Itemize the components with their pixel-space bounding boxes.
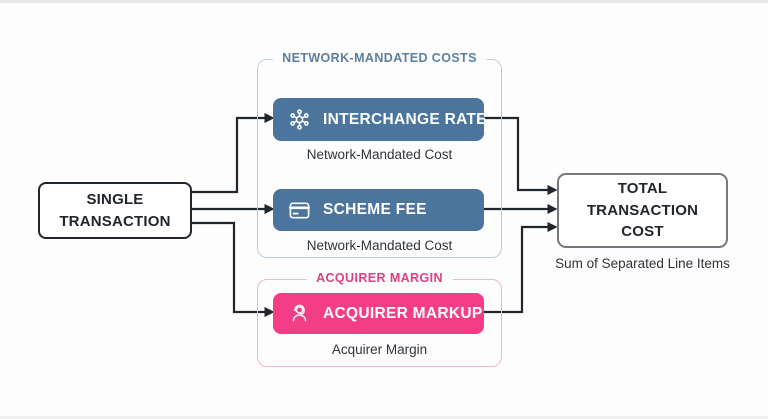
single-transaction-node: SINGLE TRANSACTION: [38, 182, 192, 239]
top-edge-artifact: [0, 0, 768, 3]
arrow-single-to-acquirer: [192, 221, 275, 318]
acquirer-margin-group: ACQUIRER MARGIN ACQUIRER MARKUP Acquirer…: [257, 271, 502, 367]
scheme-fee-label: SCHEME FEE: [323, 201, 427, 218]
arrow-acquirer-to-total: [482, 221, 558, 314]
network-mandated-costs-group: NETWORK-MANDATED COSTS INTERCHANGE RATE …: [257, 51, 502, 258]
interchange-rate-node: INTERCHANGE RATE: [273, 98, 487, 141]
interchange-rate-caption: Network-Mandated Cost: [306, 147, 453, 162]
total-transaction-cost-node: TOTAL TRANSACTION COST: [557, 173, 728, 248]
scheme-fee-node: SCHEME FEE: [273, 189, 484, 231]
total-transaction-cost-label: TOTAL TRANSACTION COST: [586, 179, 699, 241]
total-cost-caption: Sum of Separated Line Items: [555, 256, 730, 271]
credit-card-icon: [288, 199, 311, 222]
bottom-edge-artifact: [0, 416, 768, 419]
arrow-single-to-interchange: [192, 112, 275, 194]
acquirer-markup-node: ACQUIRER MARKUP: [273, 293, 484, 334]
acquirer-markup-caption: Acquirer Margin: [331, 342, 428, 357]
interchange-rate-label: INTERCHANGE RATE: [323, 110, 487, 128]
network-mandated-costs-group-label: NETWORK-MANDATED COSTS: [272, 51, 487, 65]
scheme-fee-caption: Network-Mandated Cost: [306, 238, 453, 253]
network-hub-icon: [288, 108, 311, 131]
arrow-interchange-to-total: [482, 116, 558, 196]
acquirer-margin-group-label: ACQUIRER MARGIN: [306, 271, 453, 285]
acquirer-markup-label: ACQUIRER MARKUP: [323, 304, 483, 322]
support-agent-icon: [288, 302, 311, 325]
single-transaction-label: SINGLE TRANSACTION: [59, 190, 171, 230]
